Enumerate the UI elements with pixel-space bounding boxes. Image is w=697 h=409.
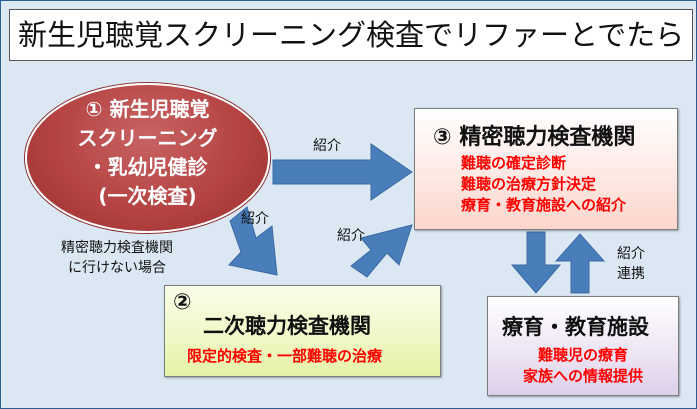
- node4-item: 難聴児の療育: [537, 346, 628, 364]
- node4-items: 難聴児の療育 家族への情報提供: [488, 345, 678, 387]
- node3-items: 難聴の確定診断 難聴の治療方針決定 療育・教育施設への紹介: [461, 153, 626, 216]
- node3-title: ③ 精密聴力検査機関: [433, 125, 636, 150]
- arrow-n4-to-n3: [554, 233, 606, 294]
- node3-item: 難聴の治療方針決定: [461, 175, 597, 193]
- node4-item: 家族への情報提供: [522, 367, 643, 385]
- node-secondary-hearing-test: ② 二次聴力検査機関 限定的検査・一部難聴の治療: [164, 285, 441, 377]
- node2-title: 二次聴力検査機関: [203, 314, 371, 338]
- note-line: 精密聴力検査機関: [61, 240, 173, 256]
- node2-number: ②: [173, 290, 192, 315]
- node-detailed-hearing-test: ③ 精密聴力検査機関 難聴の確定診断 難聴の治療方針決定 療育・教育施設への紹介: [414, 108, 678, 230]
- node1-line-1: ① 新生児聴覚: [85, 97, 210, 121]
- arrow-n2-to-n3: [350, 224, 413, 278]
- arrow-n1-to-n2: [228, 206, 278, 276]
- arrow-n1-to-n3: [272, 143, 413, 201]
- edge-label-n2-n3: 紹介: [337, 228, 365, 244]
- edge-label-line: 紹介: [617, 246, 645, 262]
- node1-line-3: ・乳幼児健診: [87, 155, 208, 179]
- node3-item: 難聴の確定診断: [461, 154, 567, 172]
- node-primary-screening: ① 新生児聴覚 スクリーニング ・乳幼児健診 (一次検査): [25, 83, 270, 233]
- arrow-n3-to-n4: [510, 231, 562, 294]
- node2-item: 限定的検査・一部難聴の治療: [187, 347, 383, 365]
- edge-label-n3-n4: 紹介 連携: [617, 244, 645, 284]
- note-text: 精密聴力検査機関 に行けない場合: [61, 238, 173, 278]
- node-education-facility: 療育・教育施設 難聴児の療育 家族への情報提供: [487, 296, 679, 396]
- edge-label-n1-n2: 紹介: [241, 211, 269, 227]
- node1-line-2: スクリーニング: [77, 126, 218, 150]
- note-line: に行けない場合: [68, 260, 166, 276]
- node4-title: 療育・教育施設: [502, 315, 649, 339]
- node3-item: 療育・教育施設への紹介: [461, 196, 627, 214]
- node1-line-4: (一次検査): [98, 184, 197, 208]
- diagram-title: 新生児聴覚スクリーニング検査でリファーとでたら: [9, 9, 693, 61]
- edge-label-n1-n3: 紹介: [313, 138, 341, 154]
- edge-label-line: 連携: [617, 266, 645, 282]
